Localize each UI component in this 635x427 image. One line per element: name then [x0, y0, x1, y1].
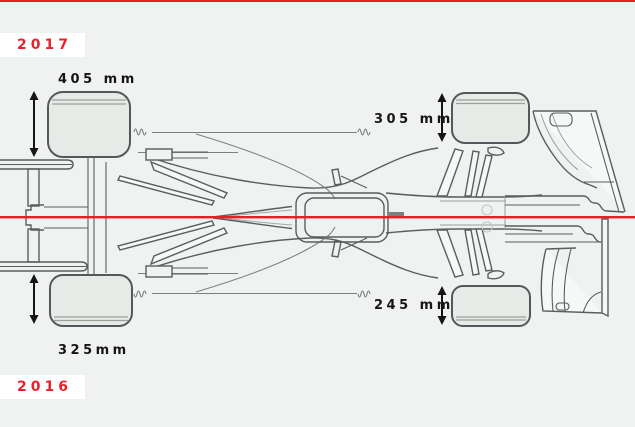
arrow-305 — [437, 93, 447, 142]
rear-tyre-2016-width-label: 325mm — [58, 343, 130, 358]
front-tyre-2017-width-label: 305 mm — [374, 112, 454, 127]
rear-tyre-2016 — [49, 274, 133, 327]
arrow-325 — [29, 274, 39, 324]
car-body-lines — [116, 128, 542, 297]
top-red-line — [0, 0, 635, 2]
rear-tyre-2017-width-label: 405 mm — [58, 72, 138, 87]
measure-arrows — [29, 91, 447, 325]
arrow-405 — [29, 91, 39, 157]
front-tyre-2016-width-label: 245 mm — [374, 298, 454, 313]
front-wing-2016 — [505, 218, 609, 318]
rear-tyre-2017 — [47, 91, 131, 158]
centerline-red — [0, 216, 635, 219]
front-wing-2017 — [505, 110, 626, 213]
front-tyre-2017 — [451, 92, 530, 144]
year-label-2016: 2016 — [0, 375, 85, 399]
year-2016-text: 2016 — [17, 379, 72, 395]
year-2017-text: 2017 — [17, 37, 72, 53]
year-label-2017: 2017 — [0, 33, 85, 57]
front-tyre-2016 — [451, 285, 531, 327]
tyres — [47, 91, 531, 327]
arrow-245 — [437, 286, 447, 325]
